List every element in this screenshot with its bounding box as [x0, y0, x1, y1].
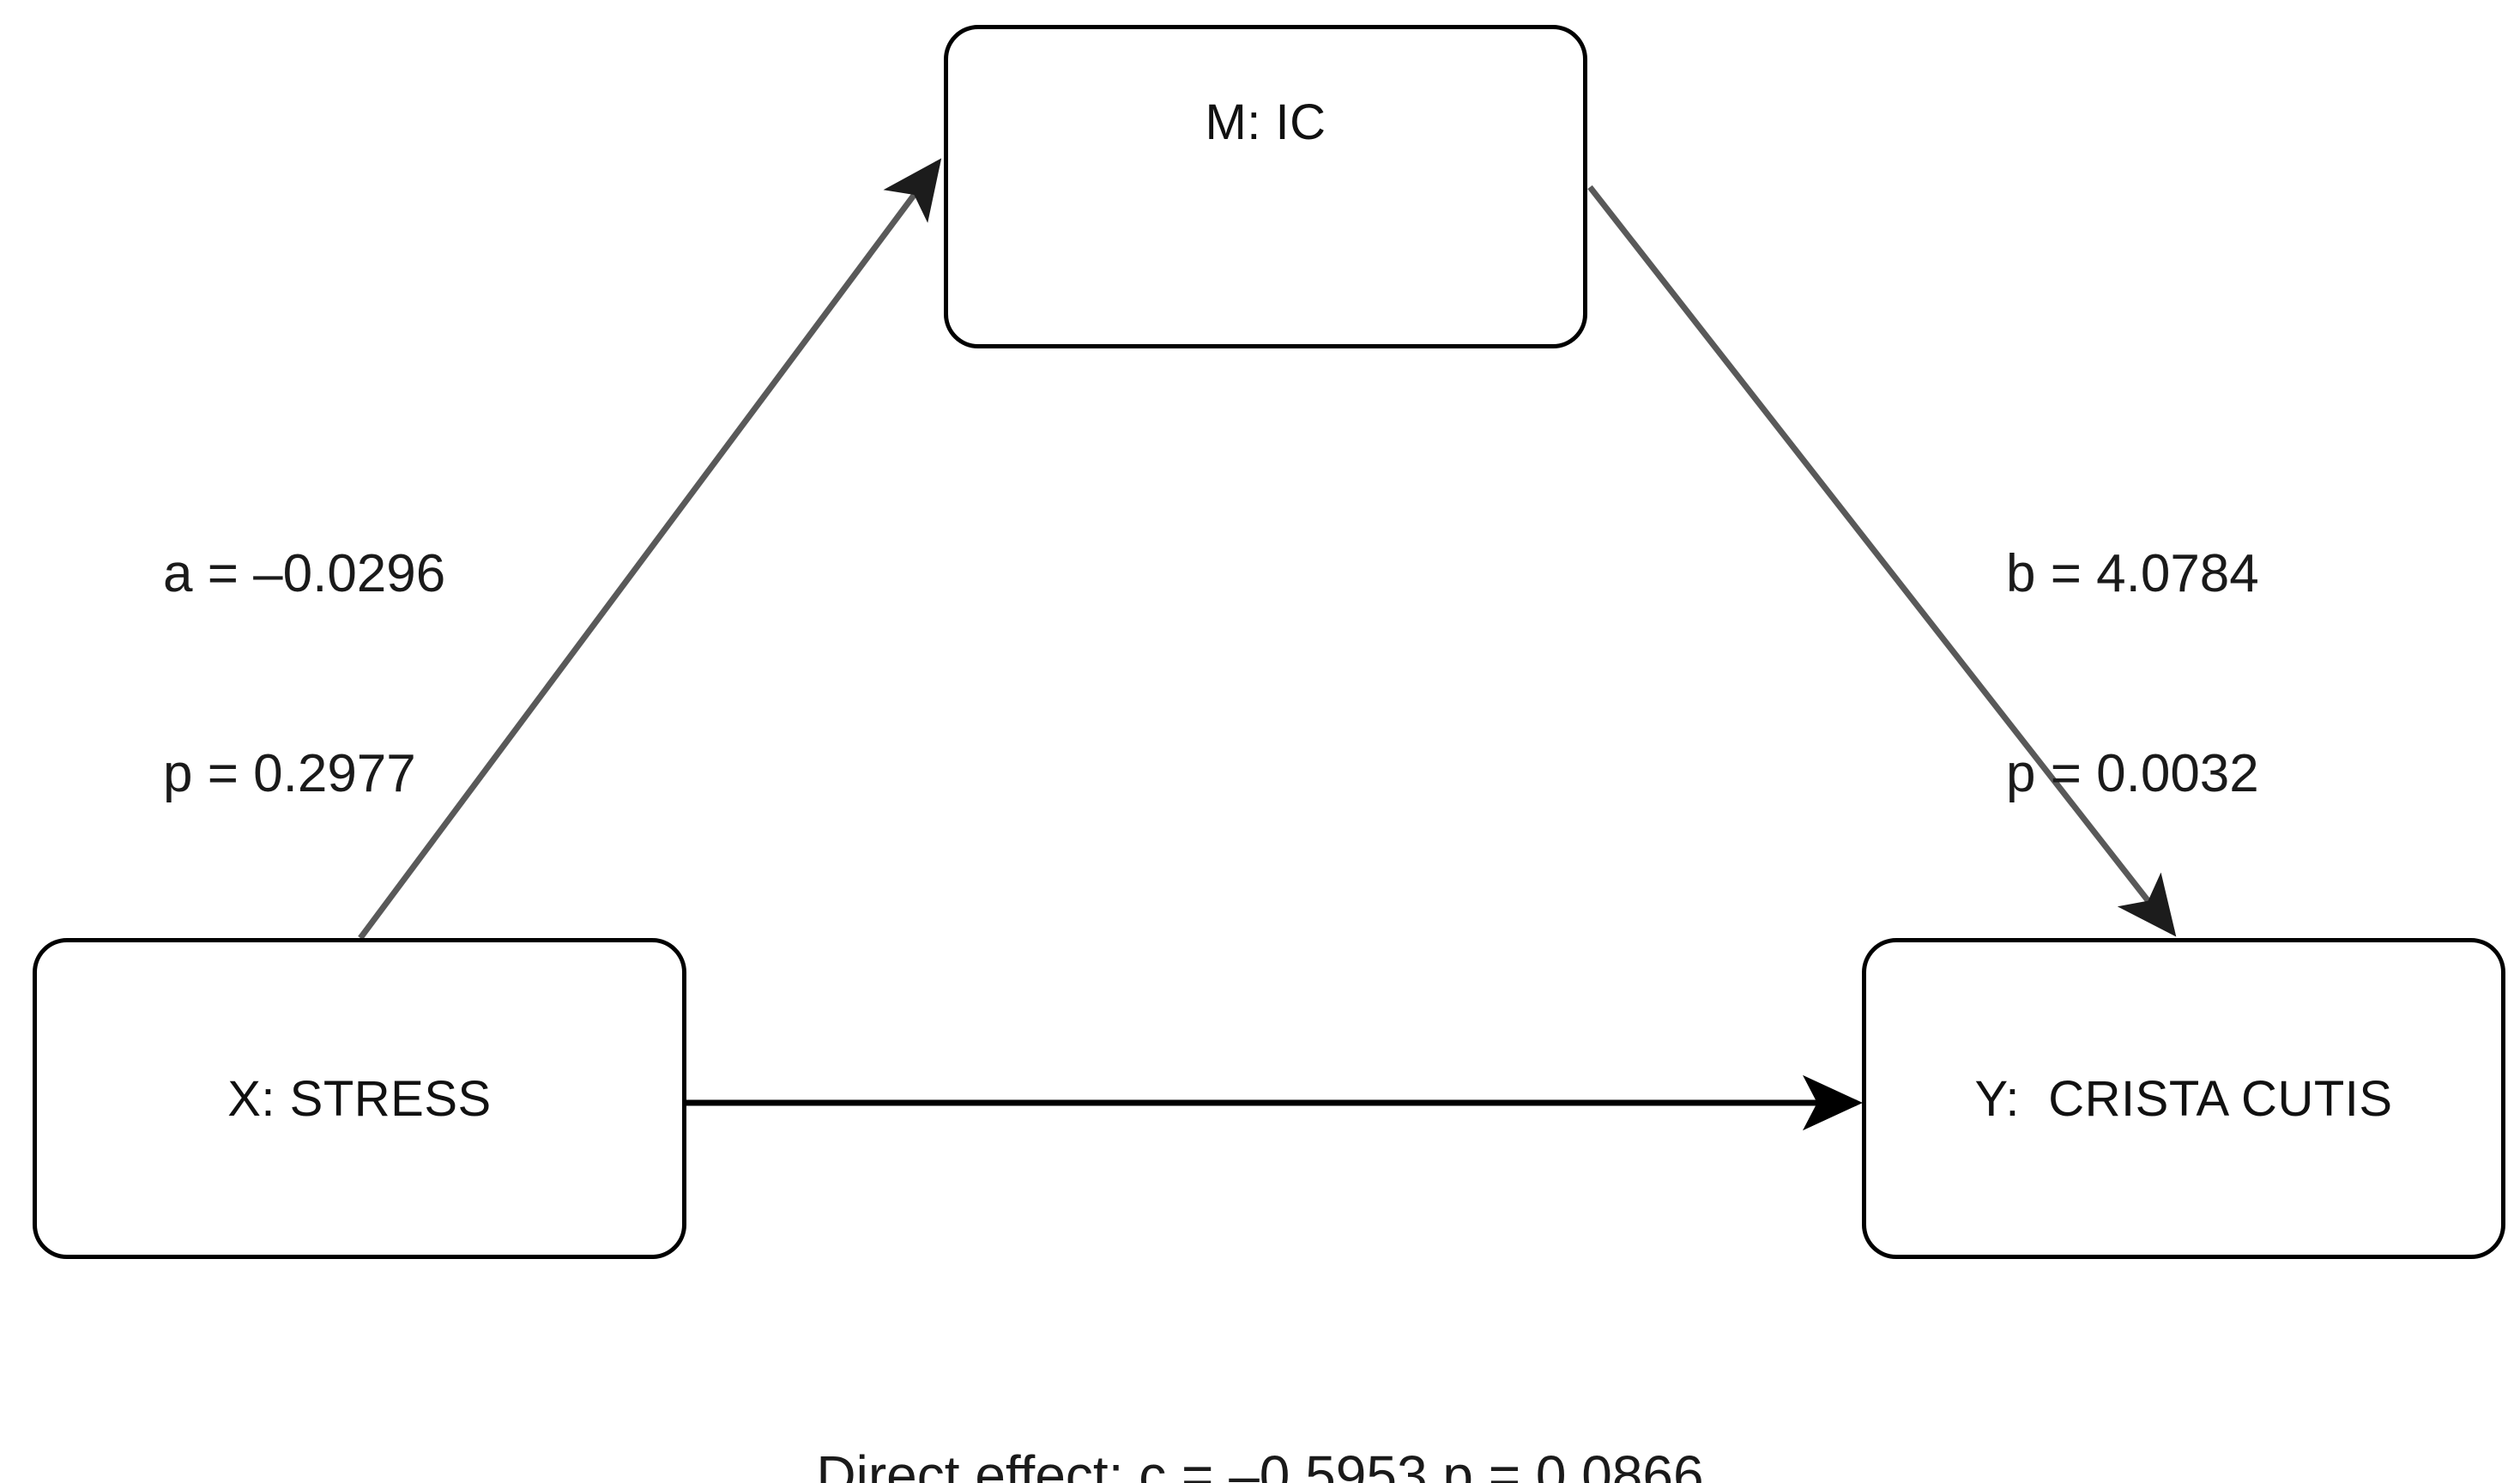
edge-a-pvalue-label: p = 0.2977	[163, 743, 416, 803]
edge-b-pvalue-label: p = 0.0032	[2006, 743, 2259, 803]
node-independent-x-label: X: STRESS	[227, 1070, 492, 1127]
node-dependent-y[interactable]: Y: CRISTA CUTIS	[1862, 938, 2505, 1259]
edge-a-label-group: a = –0.0296 p = 0.2977	[163, 408, 445, 940]
direct-effect-label: Direct effect: c = –0.5953 p = 0.0866	[816, 1444, 1704, 1483]
node-mediator-m[interactable]: M: IC	[944, 25, 1587, 348]
node-dependent-y-label: Y: CRISTA CUTIS	[1974, 1070, 2393, 1127]
node-independent-x[interactable]: X: STRESS	[33, 938, 686, 1259]
edge-b-line	[1587, 185, 2177, 937]
edge-b-coefficient-label: b = 4.0784	[2006, 544, 2259, 603]
effects-summary: Direct effect: c = –0.5953 p = 0.0866 To…	[0, 1294, 2520, 1483]
edge-b-label-group: b = 4.0784 p = 0.0032	[2006, 408, 2259, 940]
edge-a-coefficient-label: a = –0.0296	[163, 544, 446, 603]
node-mediator-m-label: M: IC	[1205, 94, 1326, 150]
edge-a-line	[358, 158, 942, 941]
